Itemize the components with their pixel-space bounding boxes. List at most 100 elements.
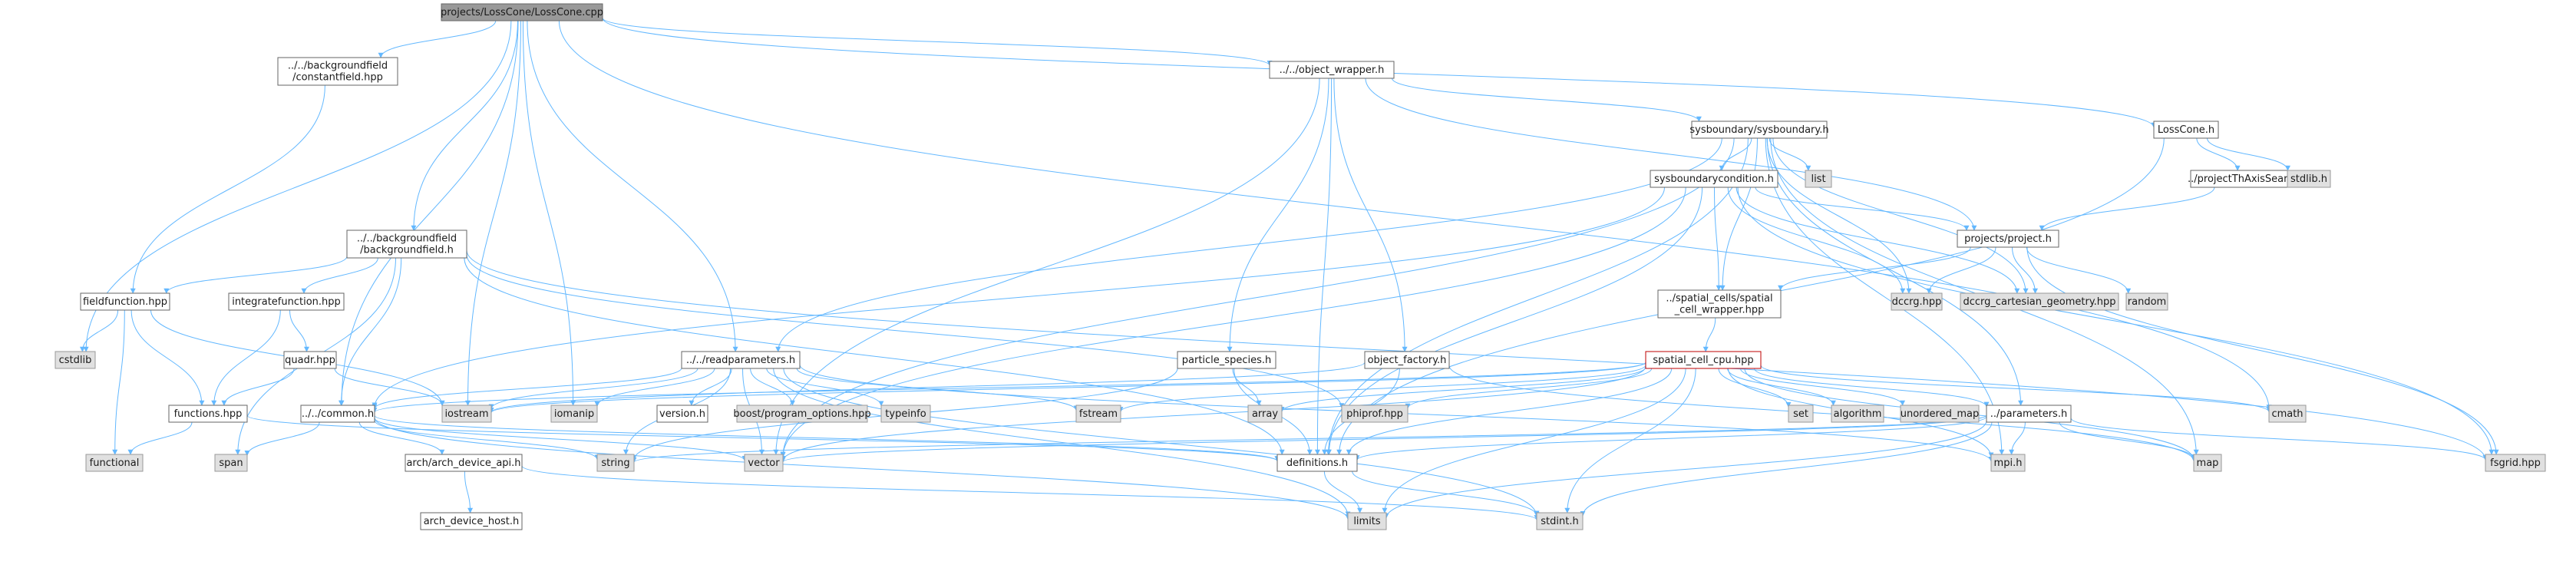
node-label: version.h — [659, 408, 705, 420]
edge-fieldfunction-to-cstdlib — [79, 309, 119, 352]
node-label: span — [219, 457, 243, 469]
node-project_h[interactable]: projects/project.h — [1957, 230, 2059, 248]
node-iostream[interactable]: iostream — [441, 405, 492, 423]
edge-spatial_cell_cpu-to-stdint — [1564, 368, 1696, 514]
node-limits[interactable]: limits — [1347, 512, 1387, 530]
node-losscone_h[interactable]: LossCone.h — [2153, 121, 2219, 139]
edge-project_h-to-spatial_wrapper — [1778, 246, 1971, 291]
node-label: ../../object_wrapper.h — [1280, 64, 1385, 76]
edge-root-to-constantfield — [378, 20, 497, 58]
node-dccrg_cart[interactable]: dccrg_cartesian_geometry.hpp — [1960, 292, 2119, 311]
node-readparameters[interactable]: ../../readparameters.h — [681, 351, 801, 369]
edge-backgroundfield-to-common — [339, 257, 402, 406]
edge-parameters-to-stdint — [1580, 421, 1993, 517]
node-parameters[interactable]: ../parameters.h — [1986, 405, 2072, 423]
node-quadr[interactable]: quadr.hpp — [283, 351, 337, 369]
node-spatial_cell_cpu[interactable]: spatial_cell_cpu.hpp — [1645, 351, 1762, 369]
node-stdlib[interactable]: stdlib.h — [2287, 170, 2331, 188]
node-object_factory[interactable]: object_factory.h — [1364, 351, 1450, 369]
node-boost_po[interactable]: boost/program_options.hpp — [733, 405, 871, 423]
node-functional[interactable]: functional — [85, 454, 144, 472]
node-label: particle_species.h — [1182, 355, 1271, 366]
node-stdint[interactable]: stdint.h — [1536, 512, 1584, 530]
edge-readparameters-to-common — [372, 368, 682, 410]
edge-quadr-to-functions — [221, 368, 295, 406]
edge-sysboundarycondition-to-dccrg_cart — [1735, 187, 2020, 294]
node-version[interactable]: version.h — [656, 405, 708, 423]
node-definitions[interactable]: definitions.h — [1276, 454, 1358, 472]
edge-project_h-to-fsgrid — [2026, 246, 2499, 455]
node-list[interactable]: list — [1805, 170, 1832, 188]
node-particle_species[interactable]: particle_species.h — [1177, 351, 1276, 369]
node-cmath[interactable]: cmath — [2268, 405, 2307, 423]
edge-backgroundfield-to-definitions — [464, 257, 1285, 455]
edge-losscone_h-to-stdlib — [2207, 137, 2290, 171]
edge-backgroundfield-to-integratefunction — [301, 257, 378, 294]
node-label: functions.hpp — [174, 408, 243, 420]
node-label: iomanip — [554, 408, 594, 420]
node-array[interactable]: array — [1247, 405, 1283, 423]
edge-sysboundary-to-sysboundarycondition — [1719, 137, 1752, 171]
node-projectThAxis[interactable]: ../projectThAxisSearch.h — [2188, 170, 2309, 188]
edge-root-to-readparameters — [527, 20, 738, 352]
node-label: dccrg.hpp — [1892, 296, 1942, 308]
node-sysboundarycondition[interactable]: sysboundarycondition.h — [1650, 170, 1778, 188]
node-label: arch_device_host.h — [424, 516, 520, 527]
edge-definitions-to-limits — [1323, 471, 1363, 514]
node-common[interactable]: ../../common.h — [300, 405, 375, 423]
edge-parameters-to-mpi — [2009, 421, 2026, 455]
node-arch_device_host[interactable]: arch_device_host.h — [420, 512, 523, 530]
node-typeinfo[interactable]: typeinfo — [880, 405, 931, 423]
node-phiprof[interactable]: phiprof.hpp — [1341, 405, 1409, 423]
node-sysboundary[interactable]: sysboundary/sysboundary.h — [1689, 121, 1829, 139]
node-iomanip[interactable]: iomanip — [550, 405, 598, 423]
node-constantfield[interactable]: ../../backgroundfield/constantfield.hpp — [277, 57, 398, 86]
edge-object_wrapper-to-definitions — [1314, 78, 1333, 455]
node-cstdlib[interactable]: cstdlib — [54, 351, 96, 369]
edge-sysboundarycondition-to-project_h — [1755, 187, 1970, 231]
node-arch_device_api[interactable]: arch/arch_device_api.h — [405, 454, 523, 472]
node-label: /backgroundfield.h — [360, 245, 454, 256]
node-map[interactable]: map — [2193, 454, 2222, 472]
node-label: spatial_cell_cpu.hpp — [1653, 355, 1753, 366]
edge-projectThAxis-to-project_h — [2039, 187, 2215, 231]
edge-sysboundary-to-spatial_wrapper — [1719, 137, 1758, 291]
edge-spatial_cell_cpu-to-array — [1279, 366, 1646, 412]
edge-definitions-to-stdint — [1352, 471, 1540, 517]
edge-common-to-string — [374, 420, 600, 461]
node-functions[interactable]: functions.hpp — [168, 405, 248, 423]
node-root[interactable]: projects/LossCone/LossCone.cpp — [441, 3, 603, 21]
node-label: string — [601, 457, 629, 469]
edge-readparameters-to-iostream — [488, 368, 698, 410]
node-fstream[interactable]: fstream — [1075, 405, 1121, 423]
node-unordered_map[interactable]: unordered_map — [1900, 405, 1980, 423]
edge-sysboundary-to-definitions — [1326, 137, 1749, 455]
node-dccrg[interactable]: dccrg.hpp — [1891, 292, 1943, 311]
edge-sysboundarycondition-to-dccrg — [1727, 187, 1906, 294]
edge-parameters-to-limits — [1383, 420, 1987, 519]
node-backgroundfield[interactable]: ../../backgroundfield/backgroundfield.h — [346, 230, 467, 259]
node-fieldfunction[interactable]: fieldfunction.hpp — [80, 292, 170, 311]
node-set[interactable]: set — [1788, 405, 1814, 423]
node-box — [2485, 454, 2546, 472]
node-integratefunction[interactable]: integratefunction.hpp — [228, 292, 345, 311]
node-spatial_wrapper[interactable]: ../spatial_cells/spatial_cell_wrapper.hp… — [1657, 289, 1782, 319]
node-label: /constantfield.hpp — [292, 72, 383, 84]
node-box — [1657, 289, 1782, 319]
node-mpi[interactable]: mpi.h — [1990, 454, 2026, 472]
node-object_wrapper[interactable]: ../../object_wrapper.h — [1269, 61, 1395, 79]
edge-readparameters-to-boost_po — [750, 368, 795, 406]
node-random[interactable]: random — [2125, 292, 2168, 311]
node-span[interactable]: span — [214, 454, 248, 472]
edge-parameters-to-map — [2059, 421, 2197, 460]
node-fsgrid[interactable]: fsgrid.hpp — [2485, 454, 2546, 472]
node-label: object_factory.h — [1368, 355, 1447, 366]
edge-parameters-to-vector — [780, 414, 1987, 463]
node-string[interactable]: string — [596, 454, 635, 472]
node-label: definitions.h — [1286, 457, 1348, 469]
node-algorithm[interactable]: algorithm — [1831, 405, 1884, 423]
node-vector[interactable]: vector — [744, 454, 784, 472]
edge-spatial_cell_cpu-to-iostream — [488, 362, 1646, 414]
